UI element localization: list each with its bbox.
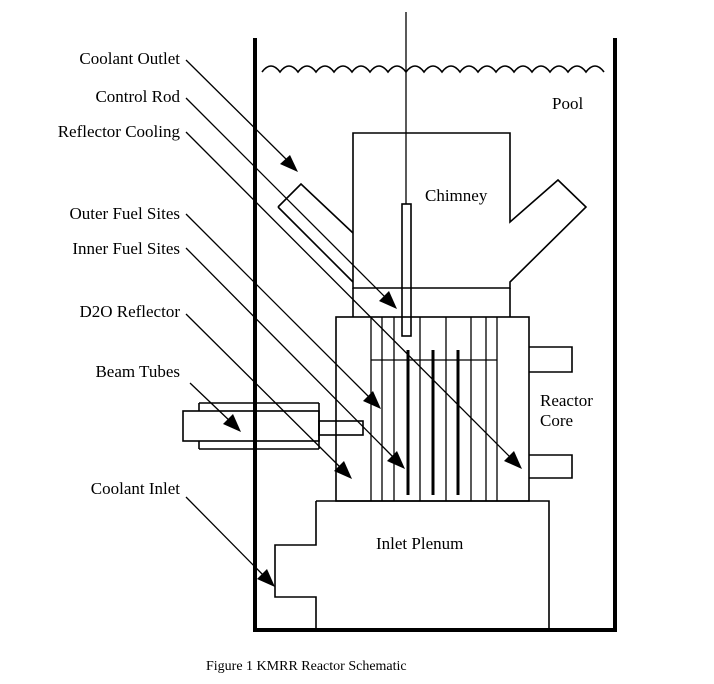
leader-inner-fuel-sites <box>185 247 405 469</box>
leader-outer-fuel-sites <box>185 213 381 409</box>
leader-coolant-outlet <box>185 59 298 172</box>
control-rod <box>401 203 412 337</box>
fuel-rods <box>406 350 460 495</box>
label-coolant-inlet: Coolant Inlet <box>91 479 181 498</box>
label-coolant-outlet: Coolant Outlet <box>79 49 180 68</box>
label-outer-fuel-sites: Outer Fuel Sites <box>70 204 181 223</box>
label-inlet-plenum: Inlet Plenum <box>376 534 463 553</box>
chimney <box>352 132 588 289</box>
label-control-rod: Control Rod <box>95 87 180 106</box>
fuel-channels <box>381 317 487 501</box>
reactor-core-step <box>529 346 573 479</box>
reflector-cooling-pipe <box>277 182 354 283</box>
figure-caption: Figure 1 KMRR Reactor Schematic <box>206 659 407 674</box>
water-surface <box>261 65 605 74</box>
pool-vessel <box>253 38 617 632</box>
leader-reflector-cooling <box>185 131 522 469</box>
label-pool: Pool <box>552 94 583 113</box>
inlet-plenum <box>274 500 550 630</box>
label-inner-fuel-sites: Inner Fuel Sites <box>72 239 180 258</box>
label-d2o-reflector: D2O Reflector <box>79 302 180 321</box>
label-reactor-core-line2: Core <box>540 411 573 430</box>
label-beam-tubes: Beam Tubes <box>95 362 180 381</box>
leader-coolant-inlet <box>185 496 275 587</box>
label-reflector-cooling: Reflector Cooling <box>58 122 181 141</box>
leader-beam-tubes <box>189 382 241 432</box>
leader-d2o-reflector <box>185 313 352 479</box>
beam-tube <box>182 402 364 450</box>
label-reactor-core-line1: Reactor <box>540 391 593 410</box>
label-chimney: Chimney <box>425 186 488 205</box>
leader-control-rod <box>185 97 397 309</box>
